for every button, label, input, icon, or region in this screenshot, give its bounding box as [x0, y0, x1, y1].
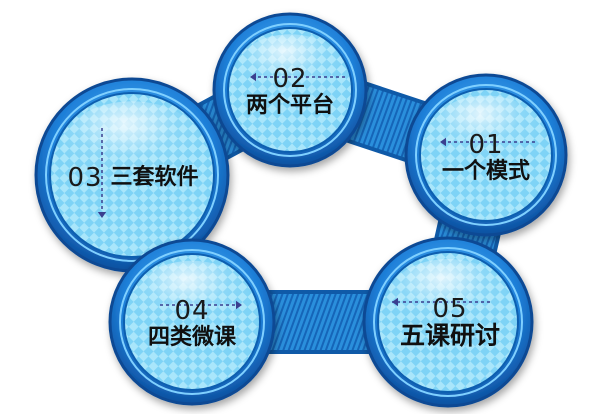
disc-05	[362, 236, 534, 408]
dashed-arrows	[97, 72, 535, 310]
disc-02-gloss	[237, 34, 343, 103]
node-discs	[34, 12, 568, 408]
arrow-04-head	[236, 300, 242, 310]
disc-04	[108, 238, 276, 406]
disc-01-inner-ring	[415, 84, 557, 226]
arrow-05-head	[392, 297, 398, 307]
disc-03-inner-ring	[45, 88, 219, 262]
arrow-03-head	[97, 212, 107, 218]
disc-04-gloss	[134, 260, 250, 336]
disc-01	[404, 73, 568, 237]
disc-05-gloss	[388, 259, 508, 336]
disc-02	[212, 12, 368, 168]
disc-01-gloss	[429, 95, 543, 169]
band-hole	[213, 145, 423, 285]
disc-02-inner-ring	[223, 23, 357, 157]
arrow-02-head	[250, 72, 256, 82]
disc-03-gloss	[62, 101, 202, 192]
disc-03	[34, 77, 230, 273]
disc-04-inner-ring	[119, 249, 265, 395]
disc-05-inner-ring	[373, 247, 523, 397]
arrow-01-head	[440, 137, 446, 147]
